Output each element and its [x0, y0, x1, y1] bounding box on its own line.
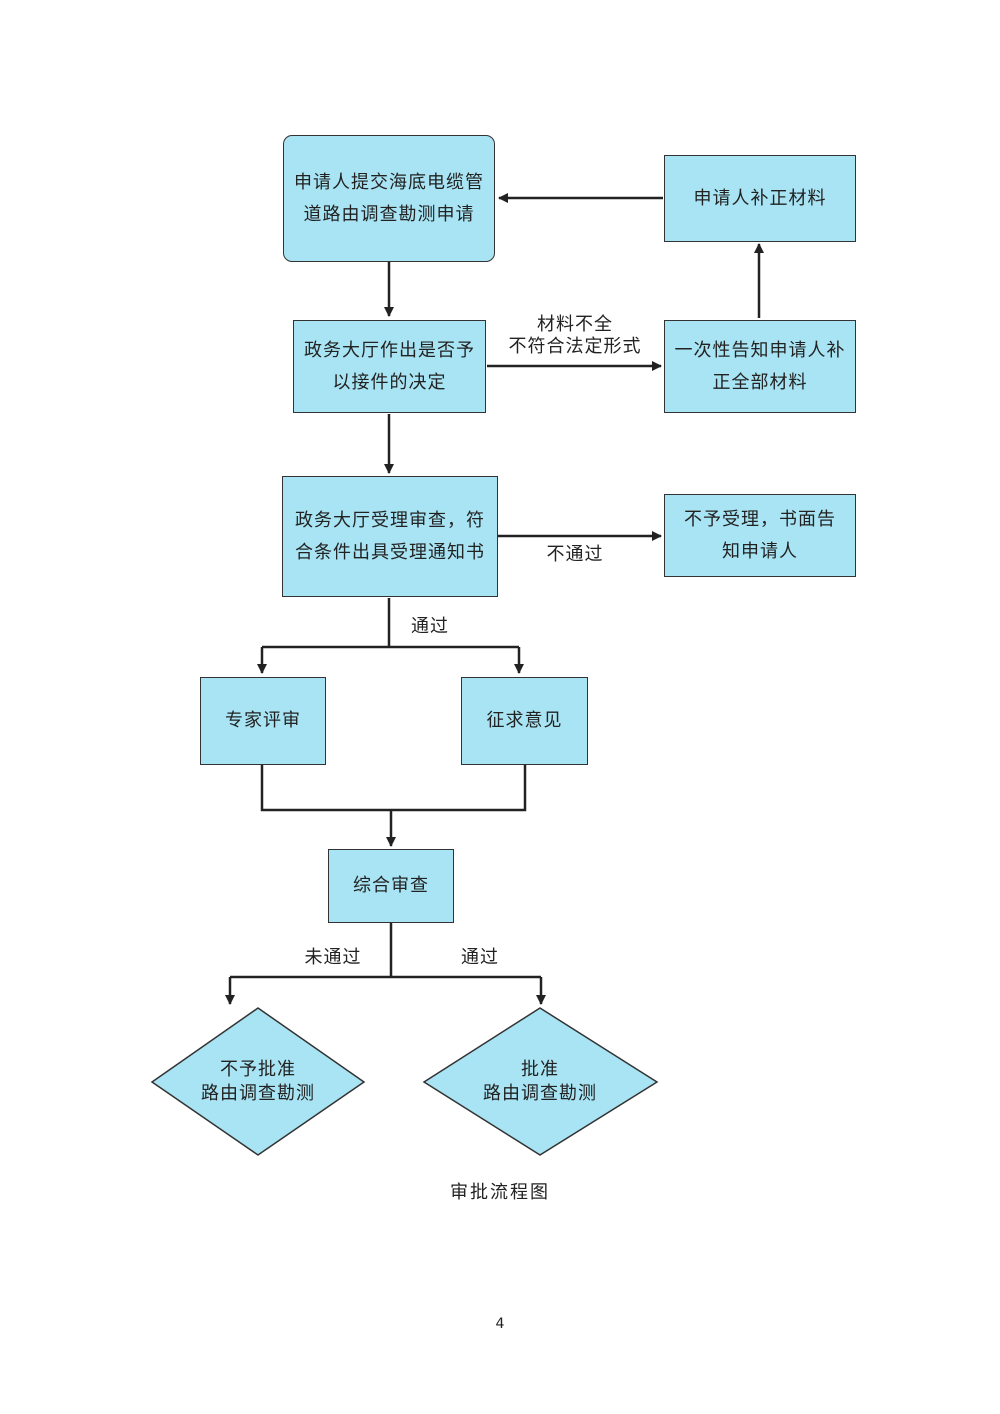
- box-supplement-materials-text: 申请人补正材料: [693, 187, 827, 209]
- box-submit-application-text: 申请人提交海底电缆管道路由调查勘测申请: [294, 171, 484, 225]
- diamond-not-approved-line2: 路由调查勘测: [201, 1083, 315, 1104]
- box-review-accept: 政务大厅受理审查，符合条件出具受理通知书: [282, 476, 498, 597]
- label-fail: 不通过: [546, 544, 604, 565]
- connector-merge: [260, 765, 527, 812]
- box-comprehensive-review: 综合审查: [328, 849, 454, 923]
- box-expert-review: 专家评审: [200, 677, 326, 765]
- diamond-not-approved-line1: 不予批准: [220, 1059, 296, 1080]
- box-review-accept-text: 政务大厅受理审查，符合条件出具受理通知书: [295, 509, 485, 563]
- label-pass: 通过: [411, 616, 449, 637]
- box-decide-accept: 政务大厅作出是否予以接件的决定: [293, 320, 486, 413]
- diamond-not-approved-text: 不予批准 路由调查勘测: [178, 1058, 338, 1106]
- box-solicit-opinion-text: 征求意见: [486, 710, 563, 731]
- box-reject: 不予受理，书面告知申请人: [664, 494, 856, 577]
- box-notify-once-text: 一次性告知申请人补正全部材料: [674, 339, 846, 393]
- box-reject-text: 不予受理，书面告知申请人: [684, 508, 836, 562]
- box-expert-review-text: 专家评审: [225, 710, 301, 731]
- box-solicit-opinion: 征求意见: [461, 677, 588, 765]
- diamond-approved: [422, 1007, 659, 1156]
- box-decide-accept-text: 政务大厅作出是否予以接件的决定: [304, 339, 475, 393]
- diamond-approved-line2: 路由调查勘测: [483, 1083, 597, 1104]
- figure-caption: 审批流程图: [450, 1182, 550, 1203]
- label-not-passed: 未通过: [304, 947, 362, 968]
- box-notify-once: 一次性告知申请人补正全部材料: [664, 320, 856, 413]
- label-incomplete-line2: 不符合法定形式: [508, 336, 642, 357]
- diamond-not-approved: [150, 1007, 366, 1156]
- diamond-approved-line1: 批准: [521, 1059, 559, 1080]
- page-number: 4: [495, 1316, 505, 1332]
- label-pass-2: 通过: [461, 947, 499, 968]
- box-supplement-materials: 申请人补正材料: [664, 155, 856, 242]
- box-submit-application: 申请人提交海底电缆管道路由调查勘测申请: [283, 135, 495, 262]
- diamond-approved-text: 批准 路由调查勘测: [460, 1058, 620, 1106]
- box-comprehensive-review-text: 综合审查: [353, 875, 429, 896]
- label-incomplete-line1: 材料不全: [537, 314, 613, 335]
